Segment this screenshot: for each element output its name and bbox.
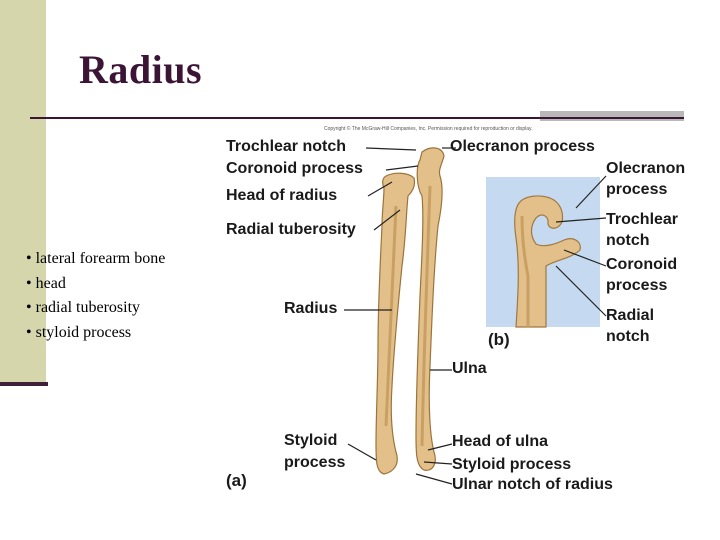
label-radius: Radius: [284, 300, 338, 317]
bullet-item: lateral forearm bone: [26, 247, 166, 272]
bullet-item: head: [26, 272, 165, 297]
label-head-of-ulna: Head of ulna: [452, 433, 549, 450]
inset-label-radial-1: Radial: [606, 307, 655, 324]
title-rule: [30, 117, 684, 119]
inset-label-trochlear-2: notch: [606, 232, 650, 249]
label-head-of-radius: Head of radius: [226, 187, 338, 204]
label-styloid-left-1: Styloid: [284, 432, 338, 449]
bone-illustration: [344, 147, 607, 485]
bullet-item: styloid process: [26, 321, 165, 346]
inset-label-olecranon-1: Olecranon: [606, 160, 686, 177]
radius-shading: [384, 205, 398, 427]
label-styloid-left-2: process: [284, 454, 346, 471]
copyright-note: Copyright © The McGraw-Hill Companies, I…: [324, 126, 533, 132]
inset-label-radial-2: notch: [606, 328, 650, 345]
inset-label-trochlear-1: Trochlear: [606, 211, 679, 228]
label-panel-a: (a): [226, 471, 247, 490]
bullet-item: radial tuberosity: [26, 296, 165, 321]
bullet-list: lateral forearm bone head radial tuberos…: [26, 247, 166, 346]
label-trochlear-notch: Trochlear notch: [226, 138, 347, 155]
slide-title: Radius: [79, 47, 203, 92]
forearm-bones-figure: Copyright © The McGraw-Hill Companies, I…: [216, 126, 706, 495]
sidebar-bottom-edge: [0, 382, 48, 386]
inset-label-coronoid-2: process: [606, 277, 668, 294]
inset-label-coronoid-1: Coronoid: [606, 256, 678, 273]
label-olecranon-process: Olecranon process: [450, 138, 595, 155]
label-ulna: Ulna: [452, 360, 487, 377]
label-coronoid-process: Coronoid process: [226, 160, 363, 177]
label-ulnar-notch-of-radius: Ulnar notch of radius: [452, 476, 613, 493]
leader-lines: [344, 147, 607, 485]
inset-ulna-shading: [520, 215, 530, 327]
label-panel-b: (b): [488, 330, 510, 349]
label-radial-tuberosity: Radial tuberosity: [226, 221, 356, 238]
inset-ulna-shape: [514, 195, 581, 328]
title-rule-accent: [540, 111, 684, 121]
label-styloid-process-right: Styloid process: [452, 456, 572, 473]
inset-label-olecranon-2: process: [606, 181, 668, 198]
radius-bone: [375, 172, 416, 475]
ulna-shading: [420, 185, 432, 447]
